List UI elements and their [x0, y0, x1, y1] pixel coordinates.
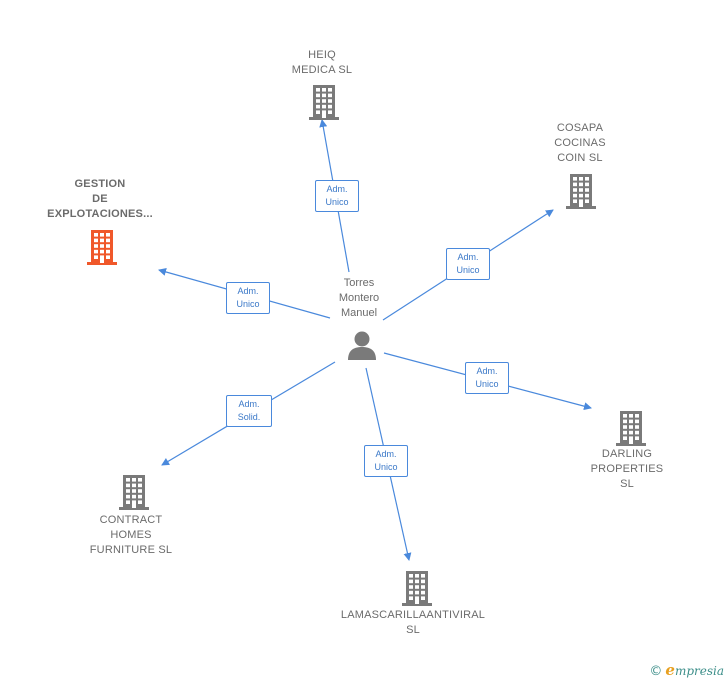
center-name-line: Montero	[338, 292, 380, 304]
brand-logo-initial: e	[665, 661, 675, 679]
company-label-heiq[interactable]: HEIQ MEDICA SL	[270, 48, 374, 78]
copyright-symbol: ©	[649, 664, 663, 679]
company-name-line: FURNITURE SL	[89, 544, 173, 556]
company-label-cosapa[interactable]: COSAPA COCINAS COIN SL	[528, 121, 632, 166]
company-name-line: SL	[620, 478, 634, 490]
company-label-contract[interactable]: CONTRACT HOMES FURNITURE SL	[72, 513, 190, 558]
company-name-line: COIN SL	[557, 152, 603, 164]
company-name-line: CONTRACT	[99, 514, 163, 526]
brand-logo-text: mpresia	[674, 664, 724, 678]
relation-label-gestion: Adm.Unico	[226, 282, 270, 314]
company-name-line: EXPLOTACIONES...	[47, 208, 153, 220]
relation-label-darling: Adm.Unico	[465, 362, 509, 394]
company-name-line: SL	[406, 624, 420, 636]
company-name-line: COSAPA	[556, 122, 604, 134]
building-icon[interactable]	[401, 570, 433, 606]
company-name-line: HOMES	[110, 529, 152, 541]
company-name-line: COCINAS	[554, 137, 606, 149]
company-name-line: DARLING	[601, 448, 653, 460]
building-icon[interactable]	[86, 229, 118, 265]
building-icon[interactable]	[565, 173, 597, 209]
brand-footer: ©empresia	[649, 661, 724, 679]
relation-label-lamascarilla: Adm.Unico	[364, 445, 408, 477]
relation-label-heiq: Adm.Unico	[315, 180, 359, 212]
company-name-line: HEIQ	[308, 49, 336, 61]
company-name-line: PROPERTIES	[590, 463, 664, 475]
center-name-line: Manuel	[340, 307, 378, 319]
center-name-line: Torres	[343, 277, 375, 289]
company-label-lamascarilla[interactable]: LAMASCARILLAANTIVIRAL SL	[330, 608, 496, 638]
company-label-gestion[interactable]: GESTION DE EXPLOTACIONES...	[30, 177, 170, 222]
company-name-line: DE	[92, 193, 108, 205]
building-icon[interactable]	[118, 474, 150, 510]
company-name-line: GESTION	[74, 178, 126, 190]
building-icon[interactable]	[615, 410, 647, 446]
relation-label-contract: Adm.Solid.	[226, 395, 272, 427]
company-name-line: MEDICA SL	[291, 64, 353, 76]
building-icon[interactable]	[308, 84, 340, 120]
relation-label-cosapa: Adm.Unico	[446, 248, 490, 280]
company-label-darling[interactable]: DARLING PROPERTIES SL	[572, 447, 682, 492]
person-icon[interactable]	[346, 330, 378, 360]
company-name-line: LAMASCARILLAANTIVIRAL	[340, 609, 486, 621]
center-person-name[interactable]: Torres Montero Manuel	[328, 276, 390, 321]
